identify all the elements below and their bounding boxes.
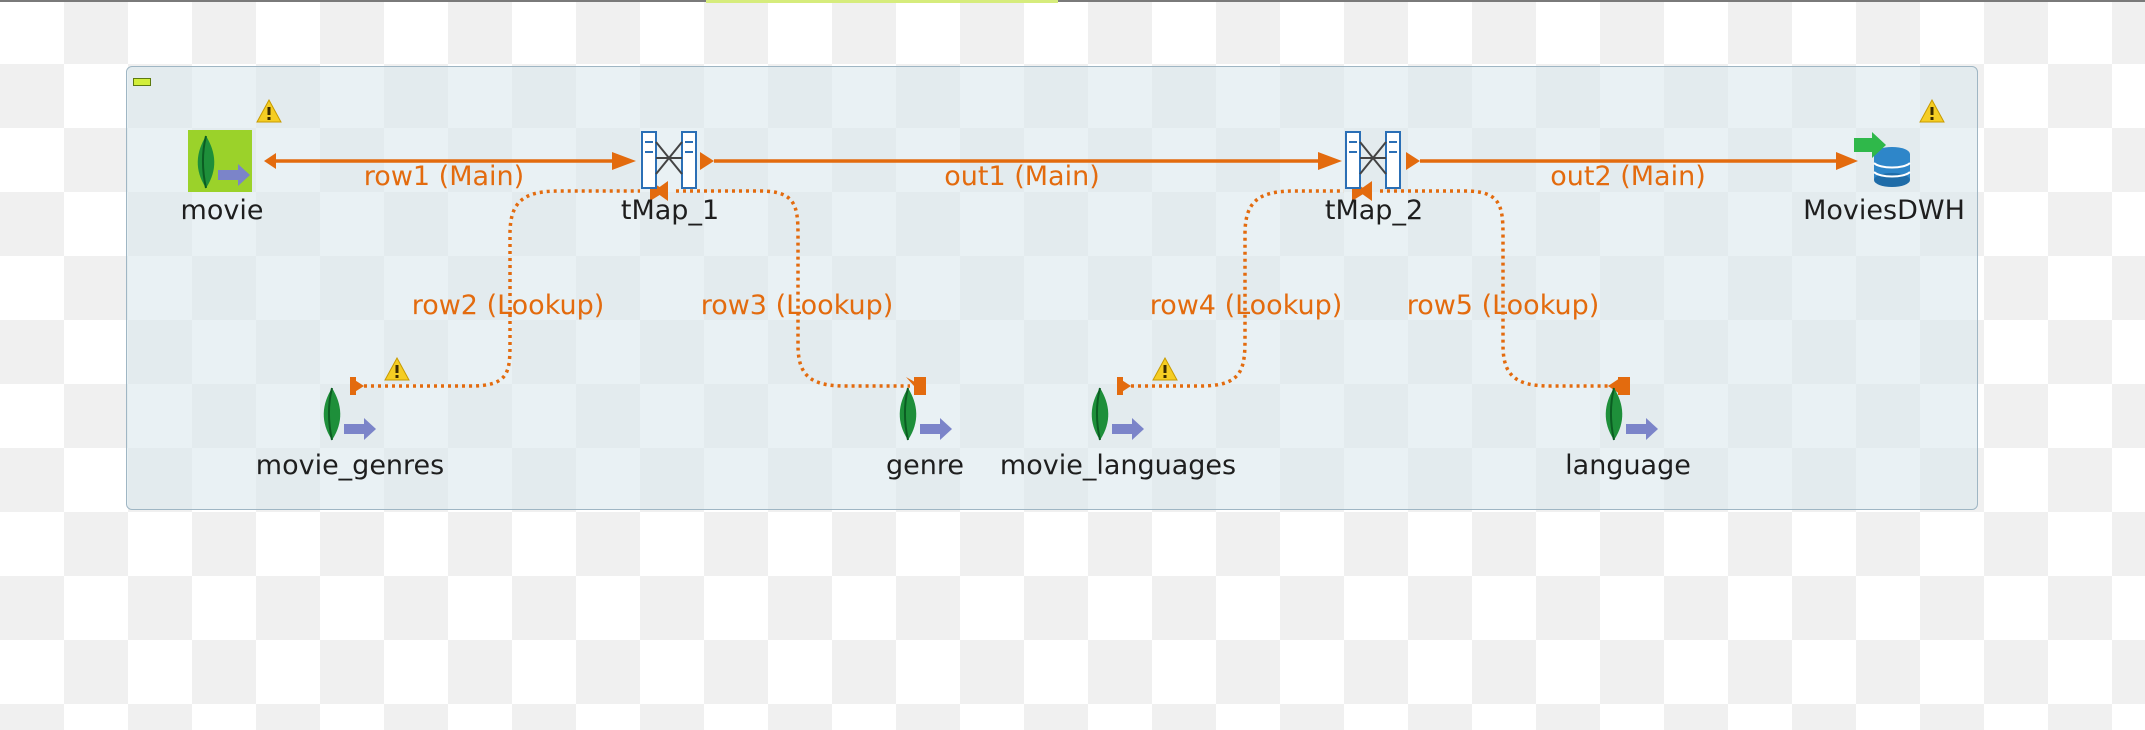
connection-row1[interactable]	[264, 152, 636, 170]
tmap-icon	[641, 131, 697, 189]
warning-icon[interactable]	[1152, 357, 1178, 381]
node-label-moviesdwh: MoviesDWH	[1803, 195, 1965, 226]
subjob-container[interactable]	[126, 66, 1978, 510]
movie-genres-component[interactable]	[314, 384, 378, 450]
tmap2-component[interactable]	[1342, 130, 1406, 196]
warning-icon[interactable]	[256, 99, 282, 123]
genre-component[interactable]	[890, 384, 954, 450]
connection-label-out2[interactable]: out2 (Main)	[1550, 161, 1706, 192]
node-label-genre: genre	[886, 450, 964, 481]
mongodb-leaf-icon	[1605, 387, 1658, 441]
mongodb-leaf-icon	[323, 387, 376, 441]
mongodb-leaf-icon	[188, 130, 252, 192]
warning-icon[interactable]	[1919, 99, 1945, 123]
node-label-movie: movie	[180, 195, 264, 226]
node-label-movie-genres: movie_genres	[255, 450, 445, 481]
database-output-icon	[1854, 132, 1911, 187]
connection-label-row1[interactable]: row1 (Main)	[363, 161, 525, 192]
mongodb-leaf-icon	[899, 387, 952, 441]
moviesdwh-component[interactable]	[1852, 130, 1916, 196]
movie-component[interactable]	[188, 130, 256, 196]
connection-label-row5[interactable]: row5 (Lookup)	[1406, 290, 1600, 321]
node-label-tmap1: tMap_1	[620, 195, 720, 226]
tmap-icon	[1345, 131, 1401, 189]
tmap1-component[interactable]	[638, 130, 702, 196]
connection-row5[interactable]	[1358, 181, 1630, 395]
connection-out2[interactable]	[1406, 152, 1858, 170]
warning-icon[interactable]	[384, 357, 410, 381]
language-component[interactable]	[1596, 384, 1660, 450]
connection-row3[interactable]	[654, 181, 926, 395]
editor-top-border	[0, 0, 2145, 2]
mongodb-leaf-icon	[1091, 387, 1144, 441]
connection-out1[interactable]	[700, 152, 1342, 170]
connection-label-out1[interactable]: out1 (Main)	[944, 161, 1100, 192]
movie-languages-component[interactable]	[1082, 384, 1146, 450]
editor-tab-accent	[706, 0, 1058, 3]
connection-label-row3[interactable]: row3 (Lookup)	[700, 290, 894, 321]
node-label-language: language	[1565, 450, 1691, 481]
node-label-tmap2: tMap_2	[1324, 195, 1424, 226]
connection-label-row4[interactable]: row4 (Lookup)	[1149, 290, 1343, 321]
node-label-movie-languages: movie_languages	[999, 450, 1237, 481]
subjob-collapse-toggle[interactable]	[133, 78, 151, 86]
connection-label-row2[interactable]: row2 (Lookup)	[411, 290, 605, 321]
